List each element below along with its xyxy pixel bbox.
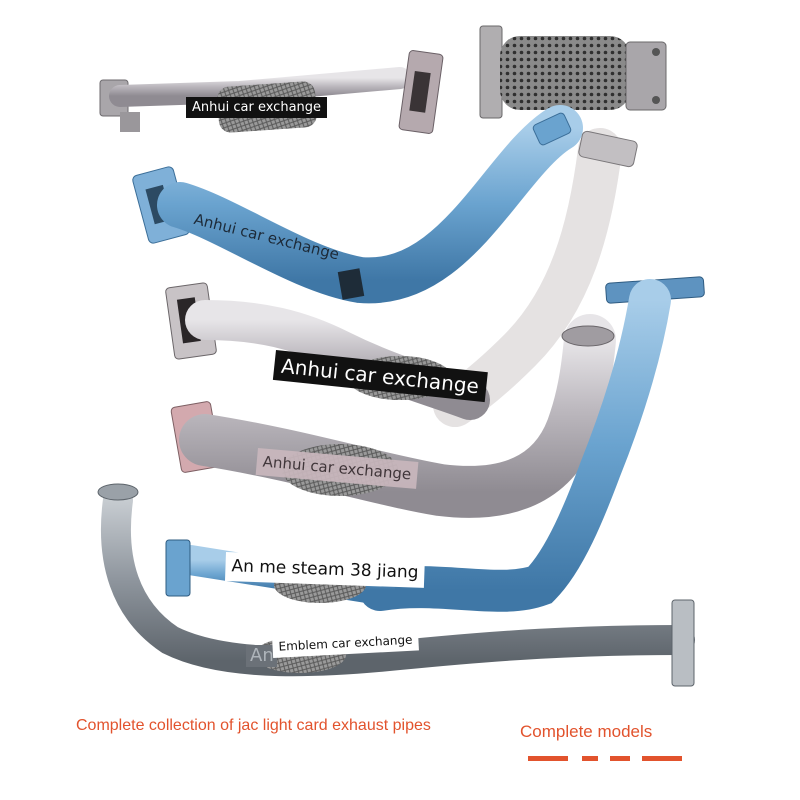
watermark-label-6-ghost: An <box>246 645 277 667</box>
caption-collection: Complete collection of jac light card ex… <box>76 717 431 734</box>
watermark-label-1: Anhui car exchange <box>186 97 328 118</box>
pipe-1-silver-flex <box>99 50 444 134</box>
pipe-2-flex-joint <box>479 25 667 119</box>
caption-models: Complete models <box>520 722 653 741</box>
caption-underline <box>528 756 682 761</box>
pipe-3-blue-wrapped <box>132 105 583 304</box>
